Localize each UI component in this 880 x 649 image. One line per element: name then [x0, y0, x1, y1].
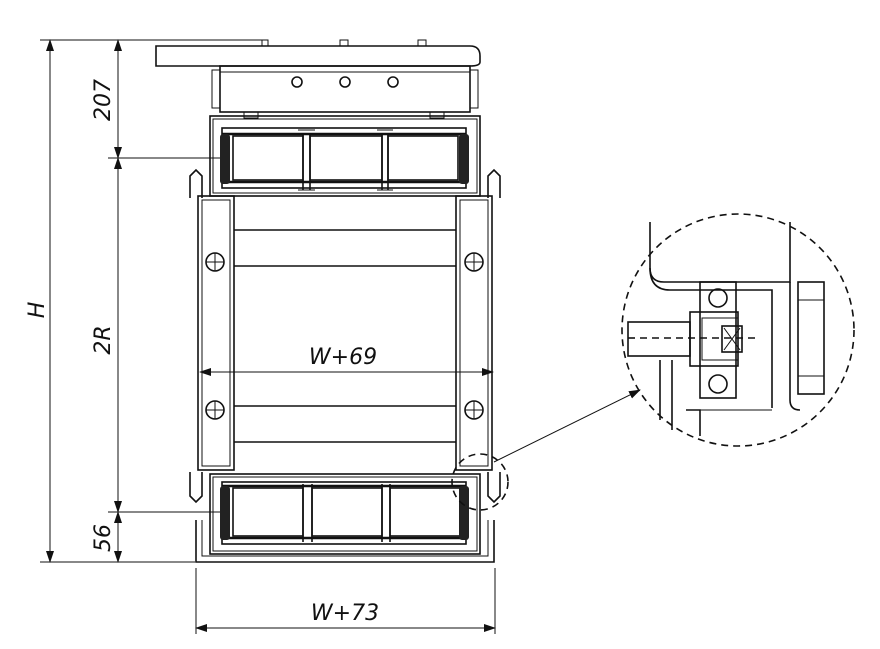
top-housing	[211, 65, 479, 119]
right-side-frame	[455, 195, 493, 471]
top-rail-assembly	[189, 115, 501, 198]
bottom-rail-assembly	[189, 472, 501, 555]
dim-label-top-section: 207	[91, 79, 116, 121]
bearing-detail-view	[627, 222, 825, 436]
roller-chain-left-top	[220, 134, 230, 184]
base-channel	[195, 520, 495, 563]
dim-label-outer-width: W+73	[311, 601, 379, 626]
roller-chain-right-top	[459, 134, 469, 184]
dim-label-inner-width: W+69	[309, 345, 377, 370]
dimension-lines	[40, 39, 496, 634]
dim-label-bottom-section: 56	[91, 524, 116, 552]
roller-chain-left-bottom	[220, 486, 230, 540]
dim-label-height: H	[25, 302, 50, 319]
top-cover-plate	[155, 39, 481, 67]
roller-chain-right-bottom	[459, 486, 469, 540]
left-side-frame	[197, 195, 235, 471]
detail-callout	[451, 213, 855, 511]
center-rails	[234, 229, 456, 443]
dim-label-roller-span: 2R	[91, 325, 116, 354]
